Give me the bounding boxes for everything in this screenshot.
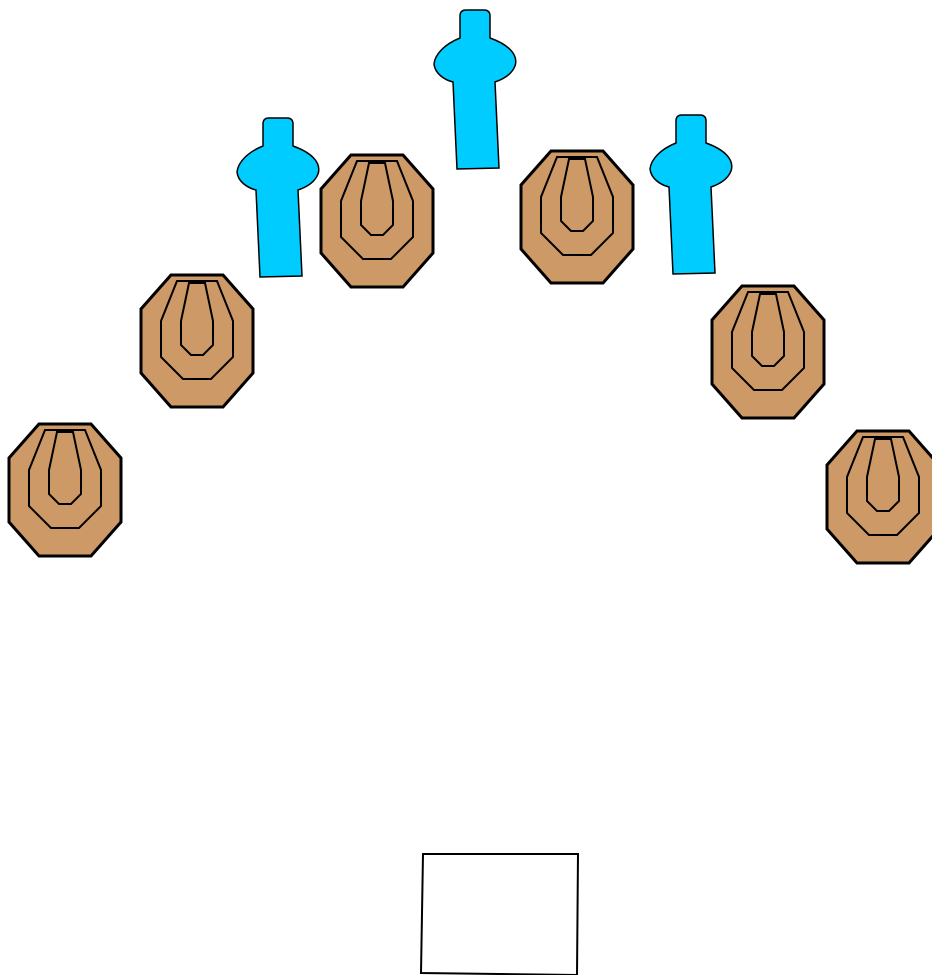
paper-target-octagon: [521, 151, 633, 283]
no-shoot-layer: [237, 10, 732, 277]
no-shoot-2: [434, 10, 516, 169]
no-shoot-silhouette: [434, 10, 516, 169]
paper-target-octagon: [712, 286, 824, 418]
paper-target-octagon: [141, 275, 253, 407]
paper-target-6: [827, 431, 932, 563]
no-shoot-silhouette: [650, 115, 732, 274]
paper-target-octagon: [827, 431, 932, 563]
shooting-box: [421, 854, 578, 975]
no-shoot-1: [237, 118, 319, 277]
targets-layer: [9, 151, 932, 563]
paper-target-4: [521, 151, 633, 283]
no-shoot-3: [650, 115, 732, 274]
paper-target-2: [141, 275, 253, 407]
paper-target-octagon: [321, 155, 433, 287]
paper-target-octagon: [9, 424, 121, 556]
no-shoot-silhouette: [237, 118, 319, 277]
paper-target-3: [321, 155, 433, 287]
paper-target-5: [712, 286, 824, 418]
paper-target-1: [9, 424, 121, 556]
